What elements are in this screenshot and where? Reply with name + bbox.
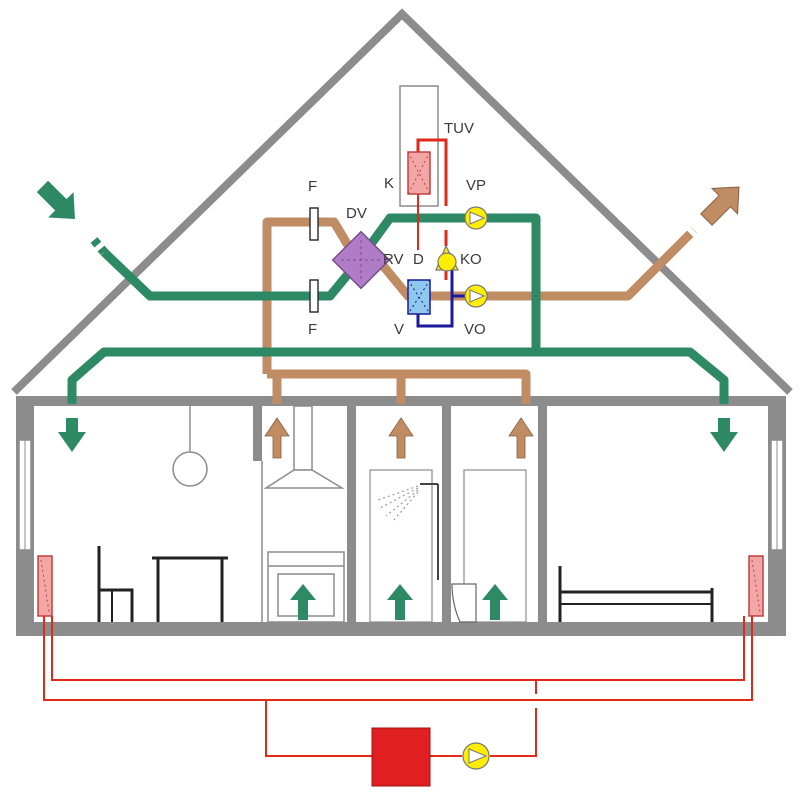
chair-icon bbox=[97, 546, 134, 622]
exhaust-ducts bbox=[262, 217, 698, 404]
supply-duct-intake bbox=[100, 248, 362, 301]
exhaust-outlet-arrow-icon bbox=[700, 186, 740, 226]
label-d: D bbox=[413, 251, 424, 268]
label-k: K bbox=[384, 175, 394, 192]
supply-duct-main bbox=[354, 213, 541, 350]
supply-outlets bbox=[58, 418, 738, 452]
pump-icon bbox=[464, 284, 488, 308]
label-f-bottom: F bbox=[308, 321, 317, 338]
furniture bbox=[97, 405, 714, 623]
heating-circuit bbox=[37, 555, 764, 787]
pump-icon bbox=[462, 742, 490, 770]
supply-duct-distribution bbox=[67, 347, 729, 404]
pump-icon bbox=[435, 244, 459, 272]
label-ko: KO bbox=[460, 251, 482, 268]
exhaust-grilles bbox=[264, 417, 534, 459]
pump-icon bbox=[464, 206, 488, 230]
filter-bottom bbox=[309, 279, 319, 313]
labels: TUV K VP F DV RV D KO F V VO bbox=[308, 120, 486, 338]
partition-kitchen-left bbox=[253, 406, 262, 461]
heat-recovery-unit bbox=[331, 230, 391, 290]
partition-wc-bedroom bbox=[538, 406, 547, 622]
bed-icon bbox=[558, 566, 714, 622]
supply-ducts bbox=[67, 213, 729, 404]
exhaust-duct-header bbox=[267, 369, 531, 404]
label-dv: DV bbox=[346, 205, 367, 222]
label-tuv: TUV bbox=[444, 120, 474, 137]
label-f-top: F bbox=[308, 178, 317, 195]
cooker-hood-icon bbox=[263, 405, 345, 489]
label-vo: VO bbox=[464, 321, 486, 338]
technical-unit bbox=[399, 85, 488, 328]
boiler-icon bbox=[371, 727, 431, 787]
heating-pipes bbox=[43, 616, 753, 757]
table-icon bbox=[152, 556, 228, 622]
floor-slab bbox=[16, 622, 786, 636]
partition-bath-wc bbox=[442, 406, 451, 622]
label-v: V bbox=[394, 321, 404, 338]
lamp-icon bbox=[172, 406, 208, 487]
exhaust-duct-left-riser bbox=[262, 217, 314, 374]
filters bbox=[309, 207, 319, 313]
filter-top bbox=[309, 207, 319, 241]
cold-water-loop bbox=[416, 294, 466, 328]
partition-kitchen-bath bbox=[347, 406, 356, 622]
label-rv: RV bbox=[383, 251, 404, 268]
label-vp: VP bbox=[466, 177, 486, 194]
transfer-air-arrows bbox=[290, 584, 508, 620]
supply-inlet-arrow-icon bbox=[36, 180, 75, 219]
